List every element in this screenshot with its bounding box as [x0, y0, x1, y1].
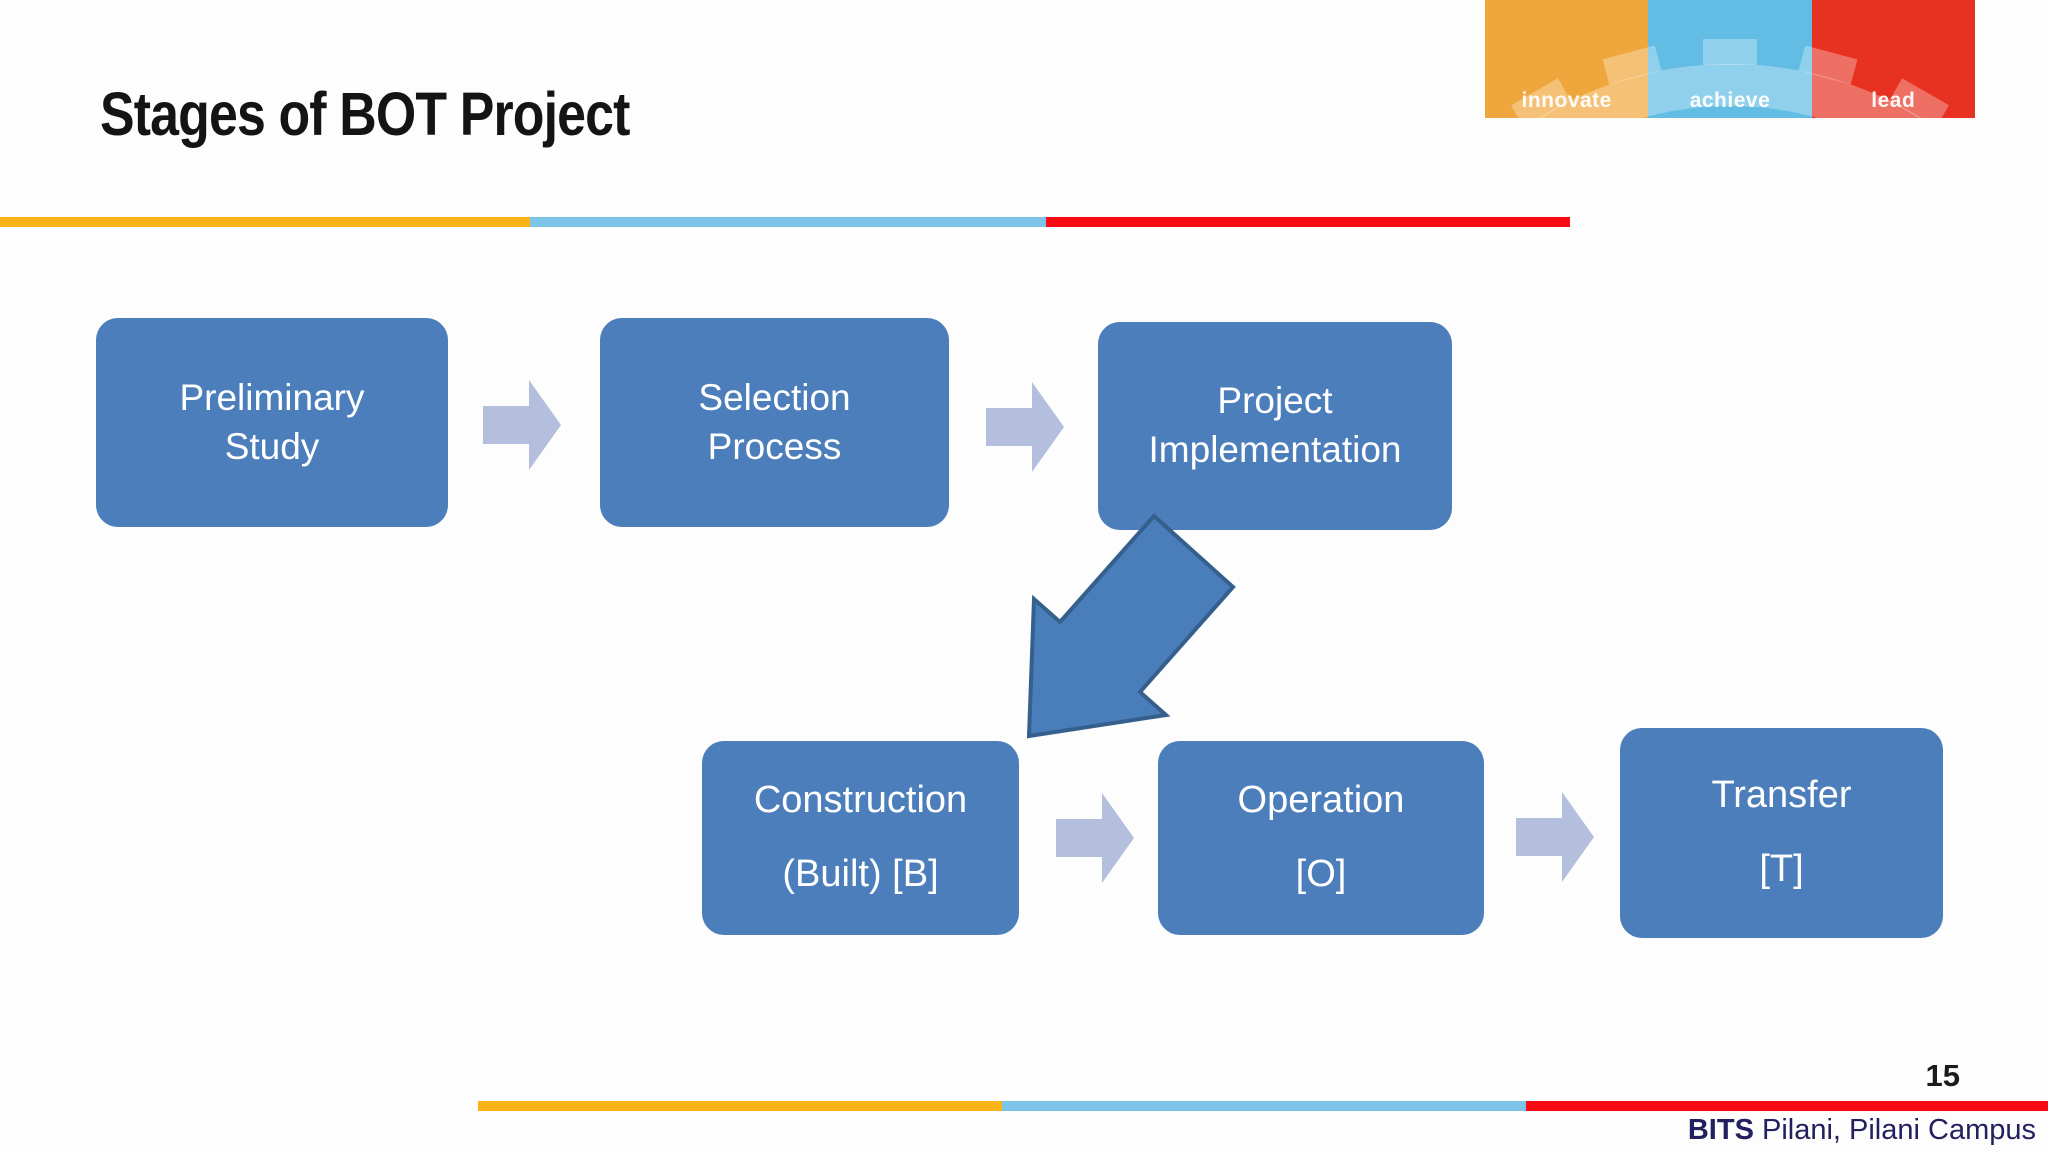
box-line: Project — [1217, 380, 1333, 422]
box-line: Study — [224, 425, 320, 467]
box-line: Transfer — [1711, 774, 1852, 817]
flow-box-construction-built: Construction (Built) [B] — [702, 741, 1019, 935]
flow-box-selection-process: Selection Process — [600, 318, 949, 527]
box-line: Operation — [1237, 779, 1405, 822]
footer-divider — [478, 1101, 2048, 1111]
divider-segment-orange — [478, 1101, 1002, 1111]
box-line: (Built) [B] — [782, 853, 939, 895]
box-line: Construction — [753, 779, 968, 822]
page-number: 15 — [1925, 1058, 1960, 1093]
divider-segment-red — [1046, 217, 1570, 227]
box-line: Process — [707, 425, 842, 467]
divider-segment-blue — [1002, 1101, 1526, 1111]
divider-segment-red — [1526, 1101, 2048, 1111]
box-line: [O] — [1295, 853, 1347, 895]
right-arrow-icon — [483, 380, 561, 470]
right-arrow-icon — [986, 382, 1064, 472]
divider-segment-orange — [0, 217, 530, 227]
flow-box-project-implementation: Project Implementation — [1098, 322, 1452, 530]
flow-box-transfer: Transfer [T] — [1620, 728, 1943, 938]
box-line: [T] — [1759, 848, 1804, 890]
right-arrow-icon — [1056, 793, 1134, 883]
box-line: Implementation — [1148, 429, 1402, 470]
logo-label-innovate: innovate — [1521, 89, 1612, 112]
footer-institution-rest: Pilani, Pilani Campus — [1753, 1114, 2036, 1146]
logo-band-innovate: innovate — [1485, 0, 1649, 118]
logo-label-lead: lead — [1871, 89, 1916, 112]
logo-band-lead: lead — [1811, 0, 1975, 118]
page-title: Stages of BOT Project — [100, 80, 630, 148]
footer-institution-bold: BITS — [1687, 1114, 1754, 1146]
logo-label-achieve: achieve — [1689, 89, 1771, 112]
flow-box-preliminary-study: Preliminary Study — [96, 318, 448, 527]
title-divider — [0, 217, 1570, 227]
right-arrow-icon — [1516, 792, 1594, 882]
footer-institution: BITS Pilani, Pilani Campus — [1688, 1114, 2036, 1147]
down-left-arrow-icon — [1026, 513, 1236, 739]
box-line: Preliminary — [179, 376, 365, 418]
flow-box-operation: Operation [O] — [1158, 741, 1484, 935]
bits-logo: innovate achieve lead — [1485, 0, 1975, 118]
box-line: Selection — [698, 376, 851, 418]
logo-band-achieve: achieve — [1648, 0, 1812, 118]
divider-segment-blue — [530, 217, 1046, 227]
